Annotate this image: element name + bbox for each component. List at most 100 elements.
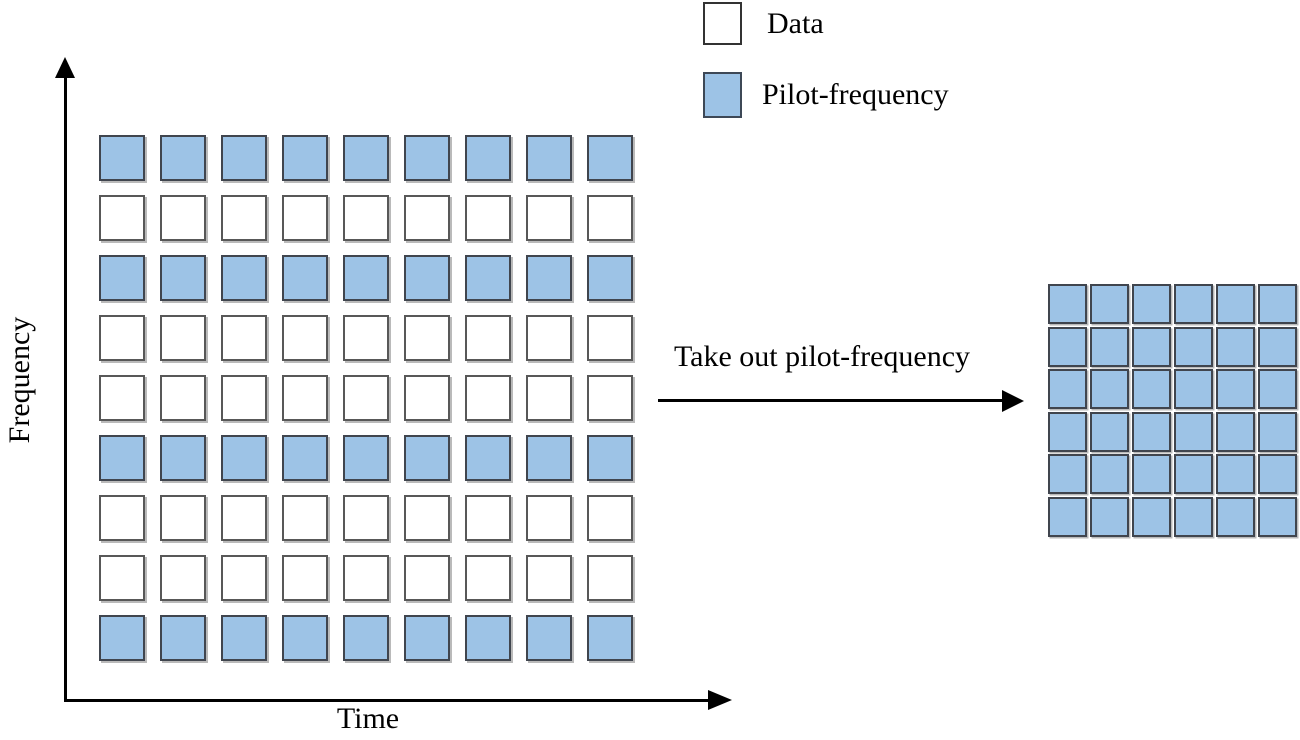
x-axis-label: Time (336, 702, 400, 735)
pilot-frequency-cell (99, 615, 145, 661)
pilot-frequency-cell (1132, 496, 1171, 537)
pilot-frequency-cell (1216, 411, 1255, 452)
pilot-frequency-cell (1174, 496, 1213, 537)
pilot-frequency-cell (343, 135, 389, 181)
data-cell (404, 315, 450, 361)
pilot-frequency-cell (404, 135, 450, 181)
data-cell (404, 555, 450, 601)
data-cell (465, 195, 511, 241)
pilot-frequency-cell (1048, 284, 1087, 324)
pilot-frequency-cell (160, 135, 206, 181)
data-cell (160, 195, 206, 241)
pilot-frequency-cell (160, 255, 206, 301)
pilot-frequency-cell (99, 255, 145, 301)
pilot-frequency-cell (1132, 411, 1171, 452)
pilot-frequency-cell (526, 615, 572, 661)
data-cell (587, 555, 633, 601)
pilot-frequency-cell (587, 135, 633, 181)
y-axis-line (64, 74, 67, 702)
data-cell (99, 495, 145, 541)
pilot-frequency-cell (1174, 326, 1213, 367)
legend-label-pilot: Pilot-frequency (762, 78, 949, 111)
data-cell (99, 315, 145, 361)
pilot-frequency-cell (221, 615, 267, 661)
data-cell (526, 495, 572, 541)
data-cell (160, 495, 206, 541)
data-cell (282, 495, 328, 541)
pilot-frequency-cell (526, 435, 572, 481)
data-cell (343, 315, 389, 361)
data-cell (343, 195, 389, 241)
pilot-frequency-cell (404, 615, 450, 661)
pilot-frequency-cell (1090, 496, 1129, 537)
pilot-frequency-cell (1216, 326, 1255, 367)
pilot-frequency-cell (1258, 369, 1297, 409)
pilot-frequency-cell (1216, 454, 1255, 494)
transform-arrow-line (658, 399, 1006, 402)
pilot-frequency-cell (1132, 369, 1171, 409)
pilot-frequency-cell (1258, 496, 1297, 537)
pilot-frequency-cell (1258, 326, 1297, 367)
pilot-frequency-cell (526, 255, 572, 301)
pilot-frequency-cell (282, 435, 328, 481)
data-cell (221, 375, 267, 421)
data-cell (282, 195, 328, 241)
pilot-frequency-cell (1048, 411, 1087, 452)
pilot-frequency-cell (1216, 369, 1255, 409)
pilot-frequency-cell (1090, 369, 1129, 409)
data-cell (221, 315, 267, 361)
pilot-frequency-cell (160, 435, 206, 481)
pilot-frequency-cell (1174, 369, 1213, 409)
pilot-frequency-cell (282, 615, 328, 661)
pilot-frequency-cell (465, 135, 511, 181)
data-cell (221, 195, 267, 241)
pilot-frequency-cell (1132, 454, 1171, 494)
data-cell (587, 375, 633, 421)
pilot-frequency-cell (1258, 411, 1297, 452)
arrowhead-up-icon (55, 57, 75, 78)
data-cell (343, 495, 389, 541)
transform-arrow-label: Take out pilot-frequency (673, 340, 971, 373)
pilot-frequency-cell (1048, 369, 1087, 409)
data-cell (221, 555, 267, 601)
pilot-frequency-cell (587, 435, 633, 481)
pilot-frequency-cell (1174, 411, 1213, 452)
pilot-frequency-cell (465, 255, 511, 301)
pilot-frequency-cell (465, 615, 511, 661)
data-cell (404, 375, 450, 421)
data-cell (221, 495, 267, 541)
pilot-frequency-cell (587, 255, 633, 301)
pilot-frequency-cell (1090, 284, 1129, 324)
pilot-frequency-cell (1048, 496, 1087, 537)
pilot-frequency-cell (1174, 284, 1213, 324)
data-cell (160, 555, 206, 601)
extracted-pilot-grid (1048, 284, 1297, 537)
data-cell (160, 315, 206, 361)
y-axis-label: Frequency (3, 316, 36, 444)
pilot-frequency-cell (465, 435, 511, 481)
pilot-frequency-cell (343, 255, 389, 301)
data-cell (526, 315, 572, 361)
pilot-frequency-cell (1048, 326, 1087, 367)
data-cell (404, 195, 450, 241)
pilot-frequency-cell (1216, 496, 1255, 537)
data-cell (526, 375, 572, 421)
pilot-frequency-cell (1174, 454, 1213, 494)
pilot-frequency-cell (221, 135, 267, 181)
pilot-frequency-cell (343, 615, 389, 661)
data-cell (465, 315, 511, 361)
pilot-frequency-cell (1048, 454, 1087, 494)
data-cell (587, 315, 633, 361)
data-cell (343, 375, 389, 421)
data-cell (343, 555, 389, 601)
pilot-frequency-cell (1258, 284, 1297, 324)
data-cell (282, 375, 328, 421)
pilot-frequency-cell (160, 615, 206, 661)
arrowhead-right-icon (1002, 389, 1024, 412)
pilot-frequency-cell (1216, 284, 1255, 324)
pilot-frequency-cell (1090, 326, 1129, 367)
data-cell (99, 195, 145, 241)
pilot-frequency-cell (1090, 411, 1129, 452)
data-cell (404, 495, 450, 541)
pilot-frequency-cell (1258, 454, 1297, 494)
